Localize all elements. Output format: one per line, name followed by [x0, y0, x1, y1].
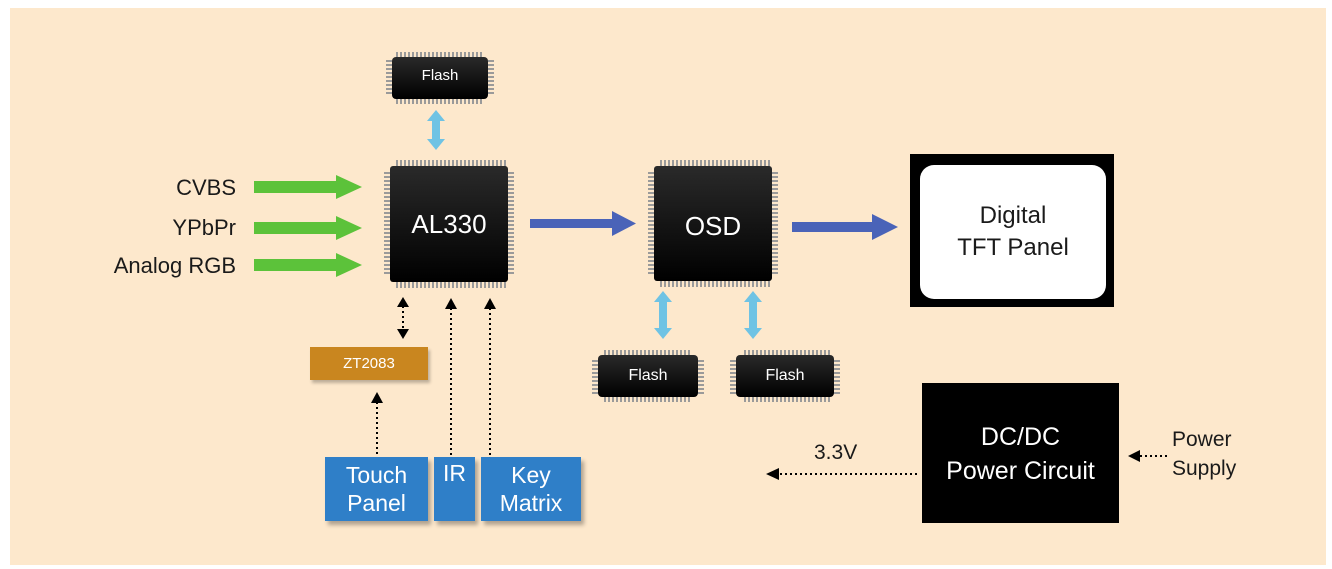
key-matrix-box: Key Matrix — [481, 457, 581, 521]
bus-arrow-osd-flash-left — [654, 291, 672, 339]
flash-chip-osd-left — [592, 350, 704, 402]
key-matrix-label-line2: Matrix — [499, 490, 563, 516]
flash-osd-right-label: Flash — [765, 367, 805, 384]
al330-chip — [384, 160, 514, 288]
ir-label: IR — [443, 460, 466, 486]
ir-box: IR — [434, 457, 475, 521]
key-matrix-label-line1: Key — [511, 462, 551, 488]
input-arrow-cvbs — [254, 175, 362, 199]
bus-arrow-osd-flash-right — [744, 291, 762, 339]
bus-arrow-flash-al330 — [427, 110, 445, 150]
al330-label: AL330 — [411, 209, 487, 239]
touch-panel-label-line1: Touch — [345, 462, 408, 488]
digital-tft-panel — [910, 154, 1114, 307]
zt2083-chip: ZT2083 — [310, 347, 428, 380]
input-label-analog-rgb: Analog RGB — [113, 253, 236, 278]
osd-label: OSD — [684, 211, 742, 241]
input-label-cvbs: CVBS — [176, 175, 236, 200]
dc-dc-power-block — [922, 383, 1119, 523]
power-supply-label-line1: Power — [1172, 428, 1232, 451]
power-supply-label-line2: Supply — [1172, 457, 1237, 480]
input-label-ypbpr: YPbPr — [172, 215, 236, 240]
dc-dc-label-line1: DC/DC — [980, 423, 1061, 451]
flash-chip-top — [386, 52, 494, 104]
flash-chip-osd-right — [730, 350, 840, 402]
touch-panel-box: Touch Panel — [325, 457, 428, 521]
flash-osd-left-label: Flash — [628, 367, 668, 384]
control-line-ir-al330 — [445, 298, 457, 455]
tft-panel-label-line2: TFT Panel — [957, 234, 1069, 261]
zt2083-label: ZT2083 — [343, 355, 395, 372]
voltage-label: 3.3V — [814, 441, 858, 464]
osd-chip — [648, 160, 778, 287]
voltage-output-arrow — [766, 468, 920, 480]
control-line-key-matrix-al330 — [484, 298, 496, 455]
control-line-touch-zt2083 — [371, 392, 383, 455]
power-supply-arrow — [1128, 450, 1168, 462]
signal-arrow-al330-osd — [530, 211, 636, 236]
input-arrow-analog-rgb — [254, 253, 362, 277]
input-arrow-ypbpr — [254, 216, 362, 240]
control-line-zt2083-al330 — [397, 297, 409, 339]
touch-panel-label-line2: Panel — [347, 490, 406, 516]
dc-dc-label-line2: Power Circuit — [946, 457, 1095, 485]
flash-top-label: Flash — [421, 67, 459, 84]
tft-panel-label-line1: Digital — [979, 202, 1047, 229]
signal-arrow-osd-tft — [792, 214, 898, 240]
